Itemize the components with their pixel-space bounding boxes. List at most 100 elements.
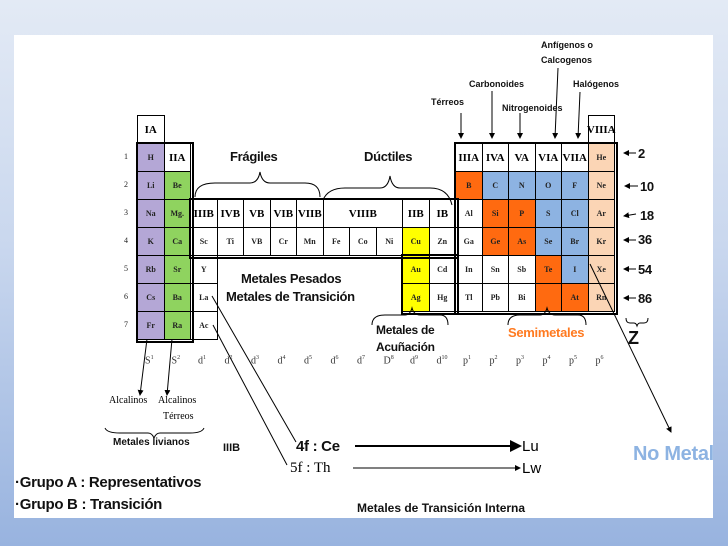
electron-config-label: d2	[225, 355, 233, 366]
element-cell: Y	[190, 255, 218, 284]
element-cell: VB	[243, 227, 271, 256]
label-calcogenos: Calcogenos	[541, 55, 593, 65]
label-terreos: Térreos	[431, 97, 465, 107]
label-nitrogenoides: Nitrogenoides	[502, 103, 563, 113]
element-cell	[534, 283, 562, 312]
orbital-electrons: 1	[150, 355, 154, 361]
orbital-electrons: 6	[335, 355, 339, 361]
element-cell: Cs	[137, 283, 165, 312]
group-header-viib: VIIB	[296, 199, 324, 228]
label-halogenos: Halógenos	[573, 79, 620, 89]
element-cell: Cr	[269, 227, 297, 256]
orbital-electrons: 1	[203, 355, 206, 361]
group-header-viia: VIIA	[561, 143, 589, 172]
label-lw: Lw	[522, 460, 542, 477]
brace-acunacion	[371, 306, 449, 326]
brace-fragiles	[194, 171, 321, 198]
orbital: p	[595, 355, 601, 367]
group-header-vb: VB	[243, 199, 271, 228]
electron-config-label: d10	[437, 355, 448, 366]
element-cell: Ar	[587, 199, 615, 228]
orbital: p	[516, 355, 521, 367]
label-alcalinos-terreos: Alcalinos	[158, 395, 197, 406]
orbital-electrons: 2	[177, 355, 181, 361]
orbital-electrons: 3	[256, 355, 259, 361]
group-header-viiia: VIIIA	[587, 115, 616, 144]
electron-config-label: p6	[596, 355, 604, 366]
group-header-ia: IA	[137, 115, 165, 144]
label-metales-pesados: Metales Pesados	[241, 271, 342, 286]
orbital-electrons: 10	[441, 355, 448, 361]
brace-livianos	[104, 427, 205, 440]
atomic-number-z: 2	[638, 146, 645, 161]
brace-semimetales	[507, 306, 587, 326]
orbital: p	[489, 355, 495, 367]
orbital-electrons: 3	[521, 355, 524, 361]
orbital: d	[277, 355, 283, 367]
element-cell: At	[561, 283, 589, 312]
label-metales-de: Metales de	[376, 323, 435, 337]
electron-config-label: p4	[543, 355, 551, 366]
label-terreos-2: Térreos	[163, 411, 194, 422]
electron-config-label: d7	[357, 355, 365, 366]
label-anfigenos: Anfígenos o	[541, 40, 593, 50]
electron-config-label: d3	[251, 355, 259, 366]
element-cell: Au	[402, 255, 430, 284]
orbital: S	[171, 355, 178, 367]
electron-config-label: p5	[569, 355, 577, 366]
orbital: d	[198, 355, 203, 367]
element-cell: Fr	[137, 311, 165, 340]
label-z: Z	[628, 328, 639, 348]
electron-config-label: d5	[304, 355, 312, 366]
atomic-number-z: 36	[638, 232, 652, 247]
label-grupo-b: ·Grupo B : Transición	[15, 496, 163, 513]
period-number: 3	[124, 208, 128, 217]
orbital: p	[463, 355, 468, 367]
electron-config-label: D8	[384, 355, 394, 366]
orbital: D	[383, 355, 391, 367]
electron-config-label: S1	[145, 355, 154, 366]
orbital-electrons: 4	[547, 355, 551, 361]
period-number: 7	[124, 320, 128, 329]
period-number: 1	[124, 152, 128, 161]
element-cell: Be	[163, 171, 191, 200]
orbital-electrons: 1	[468, 355, 471, 361]
label-semimetales: Semimetales	[508, 325, 585, 340]
orbital: d	[357, 355, 362, 367]
element-cell: Pb	[481, 283, 509, 312]
orbital-electrons: 2	[494, 355, 498, 361]
label-acunacion: Acuñación	[376, 340, 435, 354]
orbital: d	[251, 355, 256, 367]
electron-config-label: d9	[410, 355, 418, 366]
label-metales-livianos: Metales livianos	[113, 437, 190, 448]
label-carbonoides: Carbonoides	[469, 79, 525, 89]
orbital-electrons: 2	[229, 355, 233, 361]
brace-ductiles	[322, 175, 453, 206]
label-5f-th: 5f : Th	[290, 460, 331, 476]
orbital-electrons: 6	[600, 355, 604, 361]
orbital: d	[330, 355, 336, 367]
element-cell: Hg	[428, 283, 456, 312]
electron-config-label: d4	[278, 355, 286, 366]
orbital: p	[569, 355, 574, 367]
orbital-electrons: 5	[309, 355, 312, 361]
orbital: d	[304, 355, 309, 367]
orbital-electrons: 5	[574, 355, 577, 361]
element-cell: Ag	[402, 283, 430, 312]
element-cell: Xe	[587, 255, 615, 284]
element-cell: Ti	[216, 227, 244, 256]
element-cell: S	[534, 199, 562, 228]
orbital-electrons: 8	[390, 355, 394, 361]
atomic-number-z: 10	[640, 179, 654, 194]
brace-z	[625, 317, 649, 328]
atomic-number-z: 18	[640, 208, 654, 223]
element-cell: Cl	[561, 199, 589, 228]
element-cell: Sr	[163, 255, 191, 284]
period-number: 4	[124, 236, 128, 245]
orbital: d	[410, 355, 415, 367]
period-number: 5	[124, 264, 128, 273]
label-4f-ce: 4f : Ce	[296, 438, 340, 455]
element-cell: Cu	[402, 227, 430, 256]
period-number: 6	[124, 292, 128, 301]
element-cell: C	[481, 171, 509, 200]
